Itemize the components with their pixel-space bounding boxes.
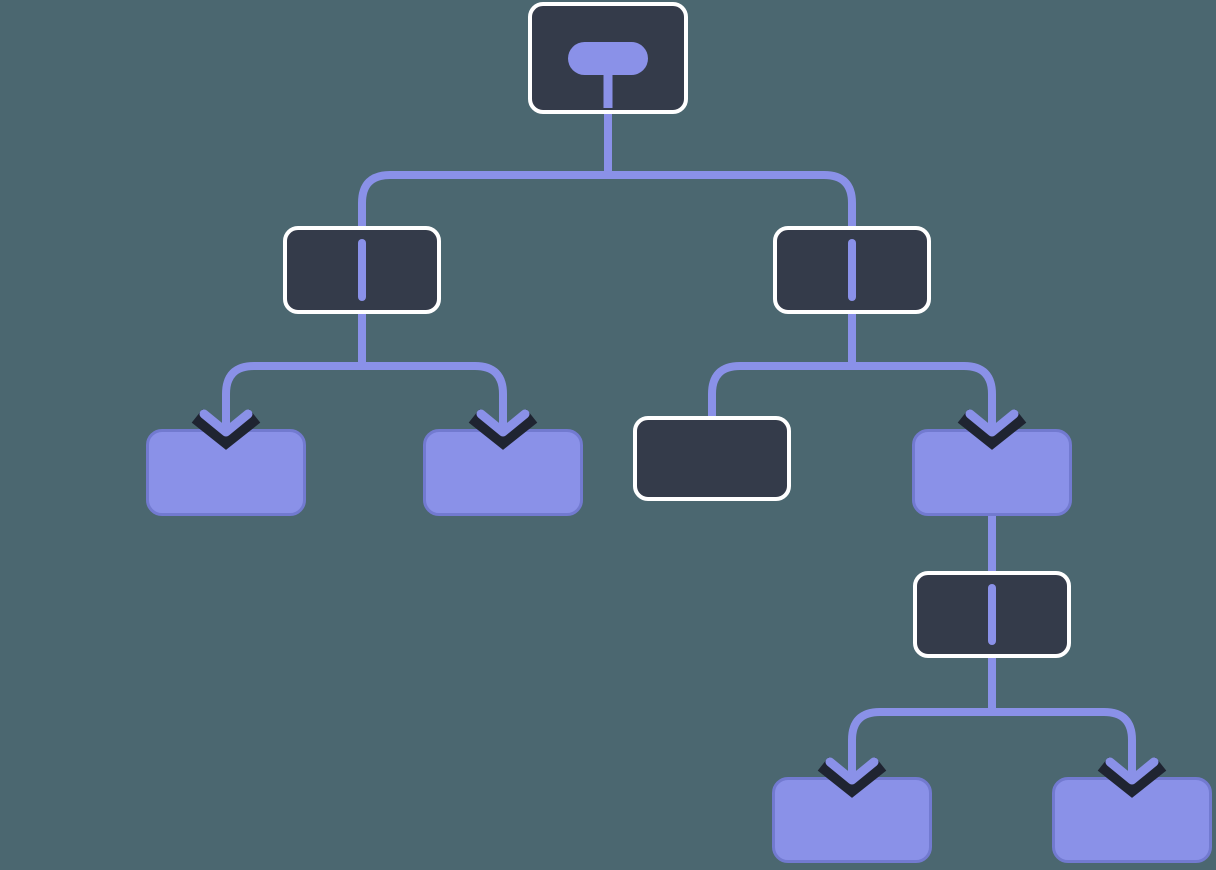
root-tree-icon [568,42,648,75]
connector-rail-left [222,362,507,424]
tree-node-plain-dark-node[interactable] [633,416,791,501]
tree-node-branch-left[interactable] [283,226,441,314]
tree-node-leaf-bottom-left[interactable] [772,777,932,863]
tree-node-root[interactable] [528,2,688,114]
tree-node-branch-lower[interactable] [913,571,1071,658]
connector-rail-top [358,171,856,234]
tree-node-branch-right[interactable] [773,226,931,314]
vertical-line-icon [848,239,856,301]
tree-node-leaf-mid-left[interactable] [423,429,583,516]
connector-rail-bottom [848,708,1136,772]
connector-rail-right [708,362,996,424]
root-tree-stem-icon [603,70,613,108]
vertical-line-icon [358,239,366,301]
vertical-line-icon [988,584,996,645]
tree-node-leaf-mid-right[interactable] [912,429,1072,516]
tree-node-leaf-far-left[interactable] [146,429,306,516]
tree-node-leaf-bottom-right[interactable] [1052,777,1212,863]
